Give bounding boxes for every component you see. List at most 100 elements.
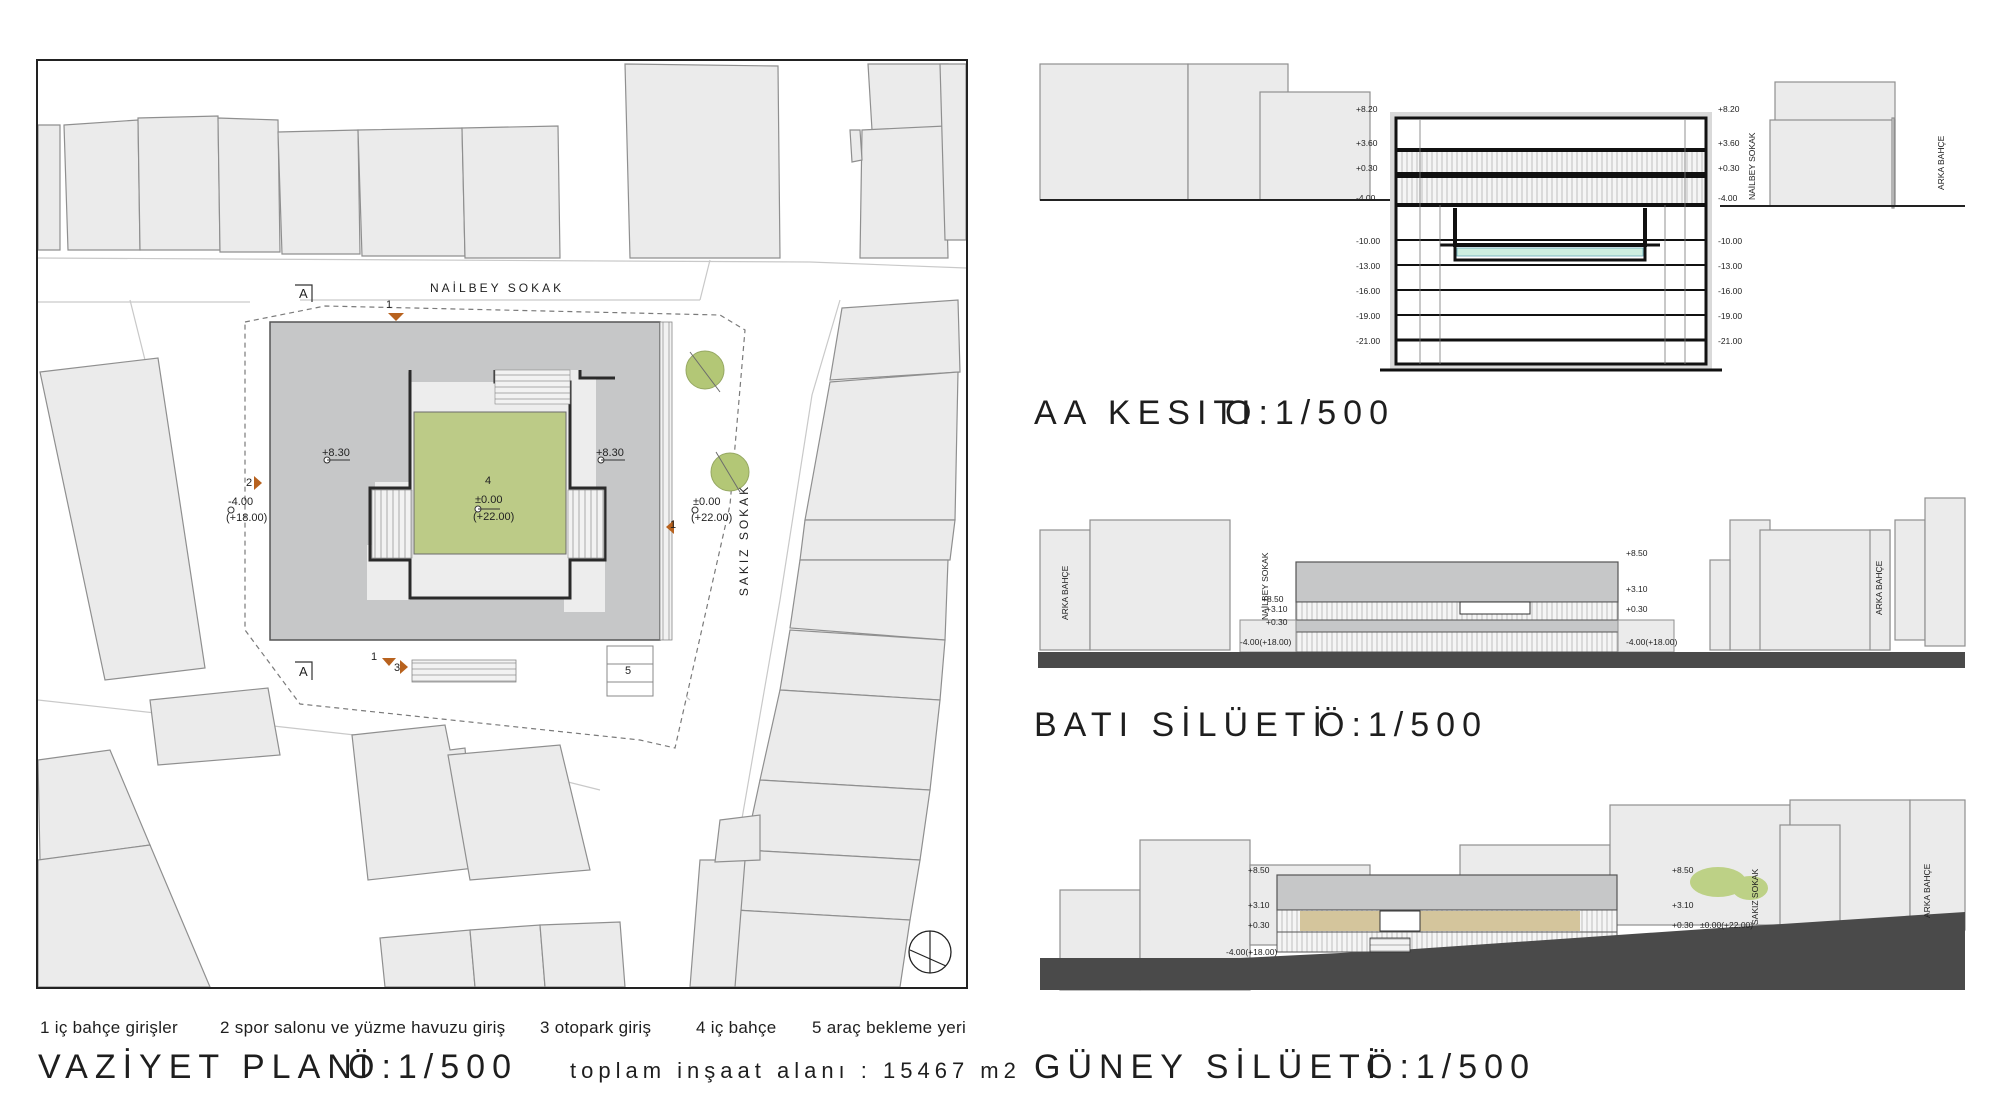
level-label: -10.00 xyxy=(1356,236,1380,246)
west-ground xyxy=(1038,652,1965,668)
level-label: +8.30 xyxy=(596,447,624,459)
south-ground xyxy=(1040,912,1965,990)
level-label: +0.30 xyxy=(1672,920,1694,930)
legend-item: 4 iç bahçe xyxy=(696,1018,777,1037)
section-mark-label: A xyxy=(299,286,308,301)
main-building xyxy=(269,321,673,697)
street-label: SAKIZ SOKAK xyxy=(1750,868,1760,925)
level-label: +8.50 xyxy=(1262,594,1284,604)
section-mark-icon xyxy=(295,661,313,680)
site-plan-title: VAZİYET PLANI xyxy=(38,1048,376,1086)
legend-item: 5 araç bekleme yeri xyxy=(812,1018,967,1037)
entrance-number: 1 xyxy=(371,651,377,663)
street-label: NAİLBEY SOKAK xyxy=(1260,552,1270,620)
inner-courtyard xyxy=(413,411,567,555)
elevation-labels: +8.20 +3.60 +0.30 -4.00 -10.00 -13.00 -1… xyxy=(1060,104,1946,957)
level-label: +0.30 xyxy=(1718,163,1740,173)
level-label: +8.20 xyxy=(1356,104,1378,114)
entrance-number: 2 xyxy=(246,477,252,489)
level-label: +3.10 xyxy=(1266,604,1288,614)
stair-west xyxy=(371,489,413,559)
level-label: -13.00 xyxy=(1356,261,1380,271)
tree-icon xyxy=(1690,867,1768,900)
pool-basin xyxy=(1453,208,1647,247)
entrance-arrow-icon xyxy=(666,520,674,534)
section-aa-scale: O:1/500 xyxy=(1225,394,1395,432)
level-label: -21.00 xyxy=(1718,336,1742,346)
level-label: -4.00 xyxy=(228,496,253,508)
entrance-arrow-icon xyxy=(382,658,396,666)
level-label: +3.60 xyxy=(1718,138,1740,148)
level-label: (+22.00) xyxy=(691,512,732,524)
level-label: (+18.00) xyxy=(226,512,267,524)
entrance-number: 1 xyxy=(670,519,676,531)
parking-ramp xyxy=(411,659,517,683)
vehicle-waiting-area xyxy=(606,645,654,697)
level-label: +0.30 xyxy=(1626,604,1648,614)
context-buildings xyxy=(38,63,966,987)
level-label: ±0.00(+22.00) xyxy=(1700,920,1753,930)
entrance-arrows xyxy=(254,313,674,674)
section-mark-label: A xyxy=(299,664,308,679)
level-label: -4.00 xyxy=(1718,193,1738,203)
total-area: toplam inşaat alanı : 15467 m2 xyxy=(570,1058,1021,1083)
level-label: +3.10 xyxy=(1248,900,1270,910)
north-arrow-icon xyxy=(908,930,952,974)
entrance-number: 3 xyxy=(394,662,400,674)
east-ramp xyxy=(659,321,673,641)
level-label: +8.50 xyxy=(1672,865,1694,875)
level-label: -4.00(+18.00) xyxy=(1226,947,1277,957)
level-label: -4.00(+18.00) xyxy=(1626,637,1677,647)
garden-label: ARKA BAHÇE xyxy=(1874,560,1884,615)
south-silhouette xyxy=(1040,799,1966,991)
west-silhouette xyxy=(1038,497,1966,668)
level-label: +0.30 xyxy=(1266,617,1288,627)
level-label: +3.60 xyxy=(1356,138,1378,148)
south-building-upper xyxy=(1276,874,1618,911)
entrance-arrow-icon xyxy=(400,660,408,674)
tree-icon xyxy=(685,350,725,390)
street-label-east: SAKIZ SOKAK xyxy=(737,484,751,596)
west-building-upper xyxy=(1295,561,1619,603)
level-label: -16.00 xyxy=(1718,286,1742,296)
west-silhouette-scale: Ö:1/500 xyxy=(1318,706,1488,744)
garden-label: ARKA BAHÇE xyxy=(1936,135,1946,190)
courtyard-number: 4 xyxy=(485,475,491,487)
site-plan: NAİLBEY SOKAK SAKIZ SOKAK A A 1 1 2 1 3 … xyxy=(36,59,968,989)
level-label: (+22.00) xyxy=(473,511,514,523)
site-plan-scale: Ö:1/500 xyxy=(348,1048,518,1086)
level-label: -4.00(+18.00) xyxy=(1240,637,1291,647)
level-label: ±0.00 xyxy=(475,494,502,506)
level-label: -19.00 xyxy=(1356,311,1380,321)
level-label: -19.00 xyxy=(1718,311,1742,321)
level-label: ±0.00 xyxy=(693,496,720,508)
level-markers xyxy=(227,456,699,514)
west-silhouette-title: BATI SİLÜETİ xyxy=(1034,706,1329,744)
entrance-arrow-icon xyxy=(254,476,262,490)
stair-north xyxy=(494,369,571,405)
street-label-north: NAİLBEY SOKAK xyxy=(430,281,564,295)
level-label: +3.10 xyxy=(1672,900,1694,910)
level-label: -16.00 xyxy=(1356,286,1380,296)
site-context xyxy=(38,63,966,987)
section-mark-icon xyxy=(295,284,313,302)
waiting-area-number: 5 xyxy=(625,665,631,677)
level-label: -21.00 xyxy=(1356,336,1380,346)
street-label: NAİLBEY SOKAK xyxy=(1747,132,1757,200)
legend-item: 2 spor salonu ve yüzme havuzu giriş xyxy=(220,1018,506,1037)
pool-water xyxy=(1456,247,1644,257)
legend-item: 1 iç bahçe girişler xyxy=(40,1018,178,1037)
entrance-number: 1 xyxy=(386,299,392,311)
garden-label: ARKA BAHÇE xyxy=(1060,565,1070,620)
level-label: +8.50 xyxy=(1248,865,1270,875)
legend-item: 3 otopark giriş xyxy=(540,1018,652,1037)
level-label: +0.30 xyxy=(1248,920,1270,930)
section-aa xyxy=(1039,63,1965,372)
level-label: +8.30 xyxy=(322,447,350,459)
level-label: +8.20 xyxy=(1718,104,1740,114)
level-label: +3.10 xyxy=(1626,584,1648,594)
garden-label: ARKA BAHÇE xyxy=(1922,863,1932,918)
south-silhouette-scale: Ö:1/500 xyxy=(1366,1048,1536,1086)
level-label: +0.30 xyxy=(1356,163,1378,173)
